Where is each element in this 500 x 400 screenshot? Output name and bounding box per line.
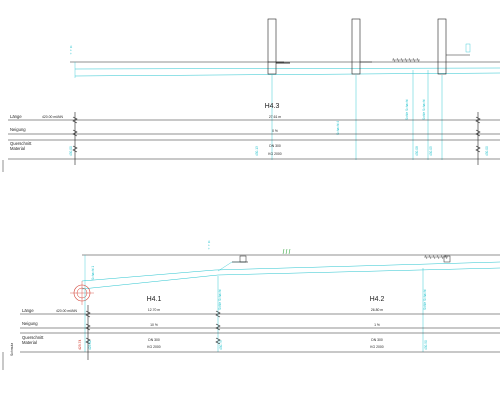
svg-text:Sohle Schacht: Sohle Schacht	[218, 289, 222, 310]
top-break-marker-left	[72, 116, 78, 124]
top-slope-value: 0 %	[272, 129, 278, 133]
h41-length: 12.70 m	[148, 308, 160, 312]
bottom-inlet-hatch	[424, 254, 448, 260]
svg-text:430.50: 430.50	[424, 340, 428, 350]
bottom-pipe-upper	[81, 261, 500, 282]
inlet-hatch	[392, 57, 420, 63]
svg-text:430.13: 430.13	[255, 146, 259, 156]
bottom-ref-height: 420.00 müNN	[56, 309, 77, 313]
top-ref-height: 420.00 müNN	[42, 115, 63, 119]
bottom-row-label-slope: Neigung	[22, 321, 38, 326]
manhole-shaft-2	[351, 18, 372, 75]
h42-dn: DN 300	[371, 338, 383, 342]
h41-slope: 10 %	[150, 323, 158, 327]
top-table-lines	[8, 119, 500, 160]
svg-text:A++: A++	[208, 240, 211, 251]
top-level-right: 430.00	[485, 146, 489, 156]
top-profile: A++	[2, 18, 500, 172]
top-level-left: 430.00	[69, 146, 73, 156]
bottom-side-label: Schmutz	[10, 343, 14, 356]
top-row-label-slope: Neigung	[10, 127, 26, 132]
svg-text:430.08: 430.08	[415, 146, 419, 156]
manhole-shaft-1	[267, 18, 290, 75]
manhole-symbol	[70, 281, 94, 305]
top-station-lines	[271, 70, 443, 160]
manhole-shaft-3	[437, 18, 471, 75]
svg-text:Schacht 1: Schacht 1	[91, 266, 95, 280]
h41-dn: DN 300	[148, 338, 160, 342]
svg-text:429.74: 429.74	[78, 340, 82, 350]
bottom-row-label-length: Länge	[22, 308, 34, 313]
bottom-row-label-material: Material	[22, 340, 37, 345]
top-pipe-upper	[74, 67, 500, 70]
svg-text:430.05: 430.05	[429, 146, 433, 156]
top-pipe-lower	[74, 72, 500, 77]
bottom-vertical-annotations: Schacht 1 Sohle Schacht Sohle Schacht	[91, 266, 427, 310]
svg-text:Schacht 4: Schacht 4	[336, 121, 340, 135]
bottom-section-label-2: H4.2	[370, 296, 385, 303]
svg-text:Sohle Schacht: Sohle Schacht	[422, 99, 426, 120]
grass-symbol	[282, 248, 291, 255]
top-material-value: KG 2000	[268, 152, 281, 156]
top-vertical-annotations: Schacht 4 Sohle Schacht Sohle Schacht	[336, 99, 426, 135]
top-row-label-length: Länge	[10, 114, 22, 119]
svg-text:Sohle Schacht: Sohle Schacht	[423, 289, 427, 310]
svg-text:430.79: 430.79	[219, 340, 223, 350]
h41-material: KG 2000	[147, 345, 160, 349]
top-break-marker-right	[475, 116, 481, 124]
bottom-table-lines	[20, 313, 500, 353]
h42-length: 26.80 m	[371, 308, 383, 312]
top-row-label-material: Material	[10, 146, 25, 151]
bottom-profile: A++ Schacht 1	[2, 240, 500, 370]
top-section-label: H4.3	[265, 103, 280, 110]
bottom-section-label-1: H4.1	[147, 296, 162, 303]
bottom-row-label-cross-section: Querschnitt	[22, 335, 44, 340]
top-dn-value: DN 300	[269, 144, 281, 148]
bottom-pipe-lower	[81, 267, 500, 290]
top-row-label-cross-section: Querschnitt	[10, 141, 32, 146]
svg-text:429.82: 429.82	[88, 340, 92, 350]
top-start-annotation: A++	[70, 45, 73, 56]
top-length-value: 27.61 m	[269, 115, 281, 119]
svg-text:Sohle Schacht: Sohle Schacht	[405, 99, 409, 120]
h42-slope: 1 %	[374, 323, 380, 327]
h42-material: KG 2000	[370, 345, 383, 349]
